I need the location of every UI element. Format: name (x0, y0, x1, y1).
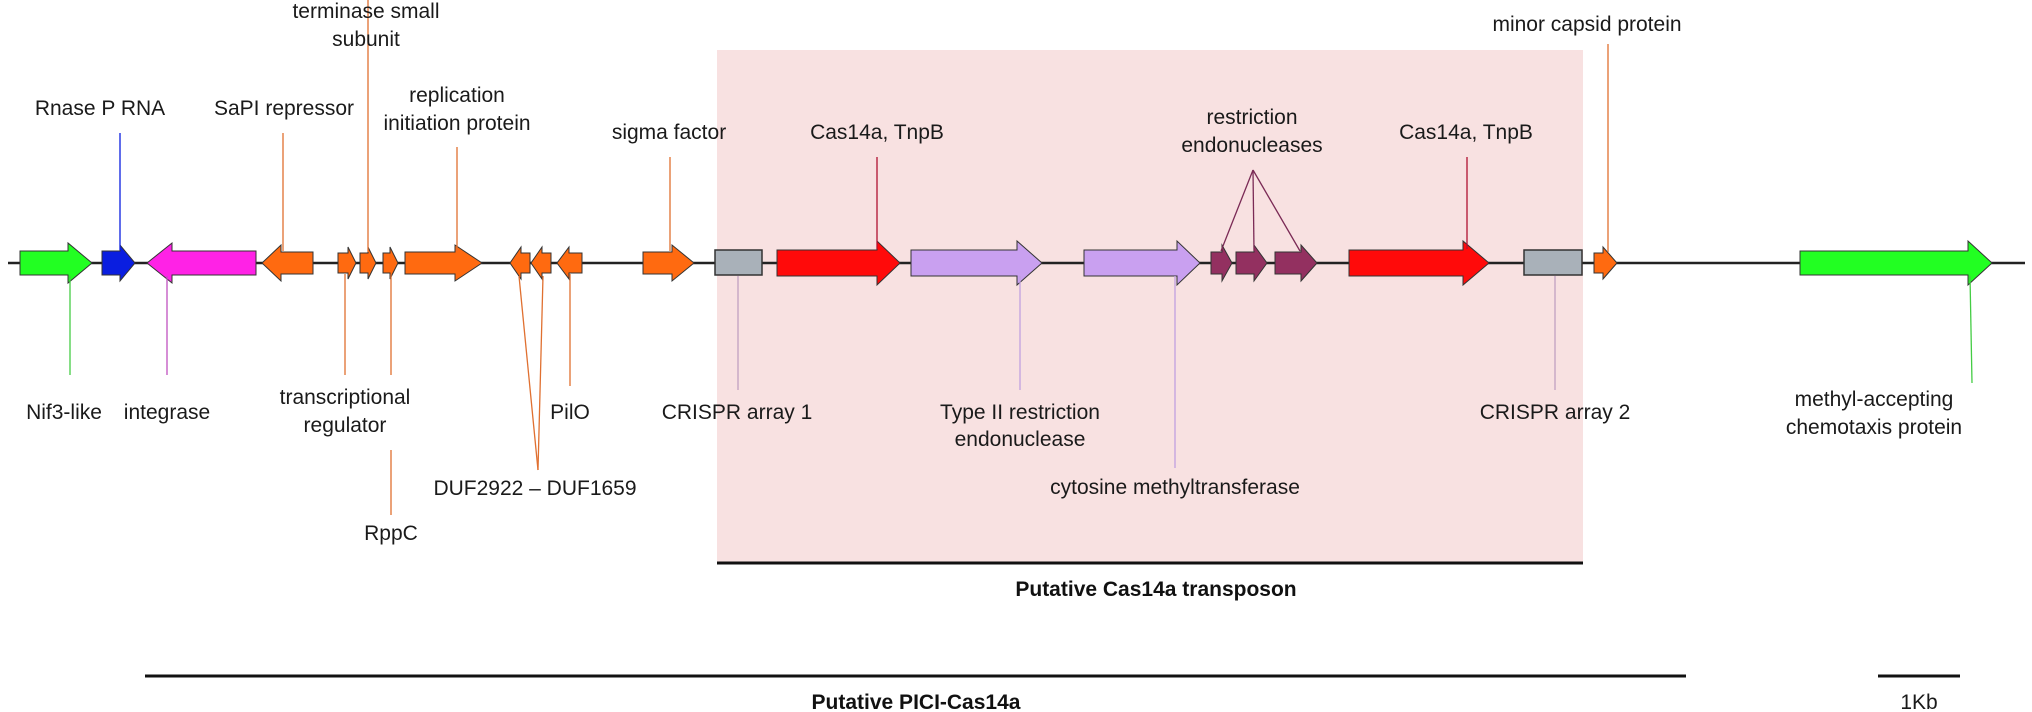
gene-cytosine-methyltransferase (1083, 239, 1201, 287)
gene-methyl-accepting-chemotaxis-protein (1799, 239, 1993, 287)
gene-sigma-factor (642, 243, 695, 283)
label-cytosine-methyltransferase: cytosine methyltransferase (1050, 476, 1300, 499)
leader-duf-2 (537, 275, 544, 471)
label-minor-capsid-protein: minor capsid protein (1492, 13, 1681, 36)
label-mcp-line2: chemotaxis protein (1786, 416, 1962, 439)
gene-transcriptional-regulator (337, 246, 357, 280)
crispr-array-1 (714, 249, 763, 276)
label-nif3-like: Nif3-like (26, 401, 102, 424)
label-duf: DUF2922 – DUF1659 (433, 477, 636, 500)
gene-type-ii-restriction-endonuclease (910, 239, 1043, 287)
gene-duf1659 (530, 245, 552, 281)
label-pilo: PilO (550, 401, 590, 424)
label-rnase-p-rna: Rnase P RNA (35, 97, 165, 120)
label-integrase: integrase (124, 401, 210, 424)
label-replication-line1: replication (409, 84, 505, 107)
label-sigma-factor: sigma factor (612, 121, 726, 144)
gene-sapi-repressor (261, 243, 314, 283)
label-replication-line2: initiation protein (383, 112, 530, 135)
gene-pilo (556, 245, 583, 281)
gene-restriction-endonuclease-3 (1274, 243, 1318, 283)
gene-rppc (382, 246, 399, 280)
label-crispr-array-1: CRISPR array 1 (662, 401, 813, 424)
leader-mcp (1969, 275, 1973, 384)
transposon-label: Putative Cas14a transposon (1015, 578, 1296, 601)
label-restriction-line1: restriction (1206, 106, 1297, 129)
gene-replication-initiation-protein (404, 244, 483, 282)
label-transcriptional-line1: transcriptional (280, 386, 411, 409)
leader-restriction-1 (1220, 169, 1254, 252)
gene-duf2922 (509, 245, 531, 281)
leader-restriction-2 (1252, 169, 1255, 252)
label-terminase-line1: terminase small (292, 0, 439, 23)
label-cas14a-tnpb-2: Cas14a, TnpB (1399, 121, 1533, 144)
pici-label: Putative PICI-Cas14a (812, 691, 1021, 712)
leader-restriction-3 (1252, 169, 1301, 252)
label-restriction-line2: endonucleases (1181, 134, 1322, 157)
gene-cas14a-tnpb-2 (1348, 239, 1490, 287)
scale-label: 1Kb (1900, 691, 1937, 712)
label-sapi-repressor: SaPI repressor (214, 97, 354, 120)
label-cas14a-tnpb-1: Cas14a, TnpB (810, 121, 944, 144)
label-transcriptional-line2: regulator (304, 414, 387, 437)
gene-integrase (146, 241, 257, 285)
leader-duf-1 (518, 275, 539, 471)
gene-rnase-p-rna (101, 243, 136, 283)
gene-minor-capsid-protein (1593, 245, 1618, 281)
gene-nif3-like (19, 241, 93, 285)
label-rppc: RppC (364, 522, 418, 545)
crispr-array-2 (1523, 249, 1583, 276)
label-mcp-line1: methyl-accepting (1795, 388, 1954, 411)
label-type-ii-line1: Type II restriction (940, 401, 1100, 424)
gene-restriction-endonuclease-1 (1210, 243, 1233, 283)
label-type-ii-line2: endonuclease (955, 428, 1086, 451)
transposon-highlight (717, 50, 1583, 563)
label-terminase-line2: subunit (332, 28, 400, 51)
label-crispr-array-2: CRISPR array 2 (1480, 401, 1631, 424)
